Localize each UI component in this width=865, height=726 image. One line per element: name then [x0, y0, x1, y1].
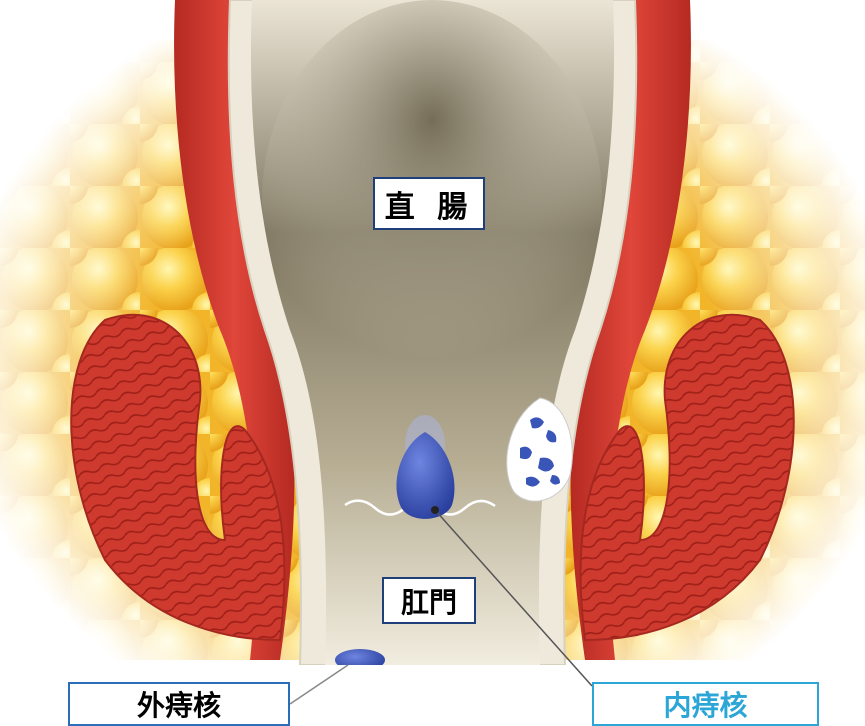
anus-label: 肛門	[382, 577, 476, 624]
rectum-label: 直 腸	[373, 177, 485, 230]
external-hemorrhoid-label: 外痔核	[68, 682, 290, 726]
internal-leader-dot	[431, 506, 439, 514]
internal-hemorrhoid-label: 内痔核	[592, 682, 819, 726]
